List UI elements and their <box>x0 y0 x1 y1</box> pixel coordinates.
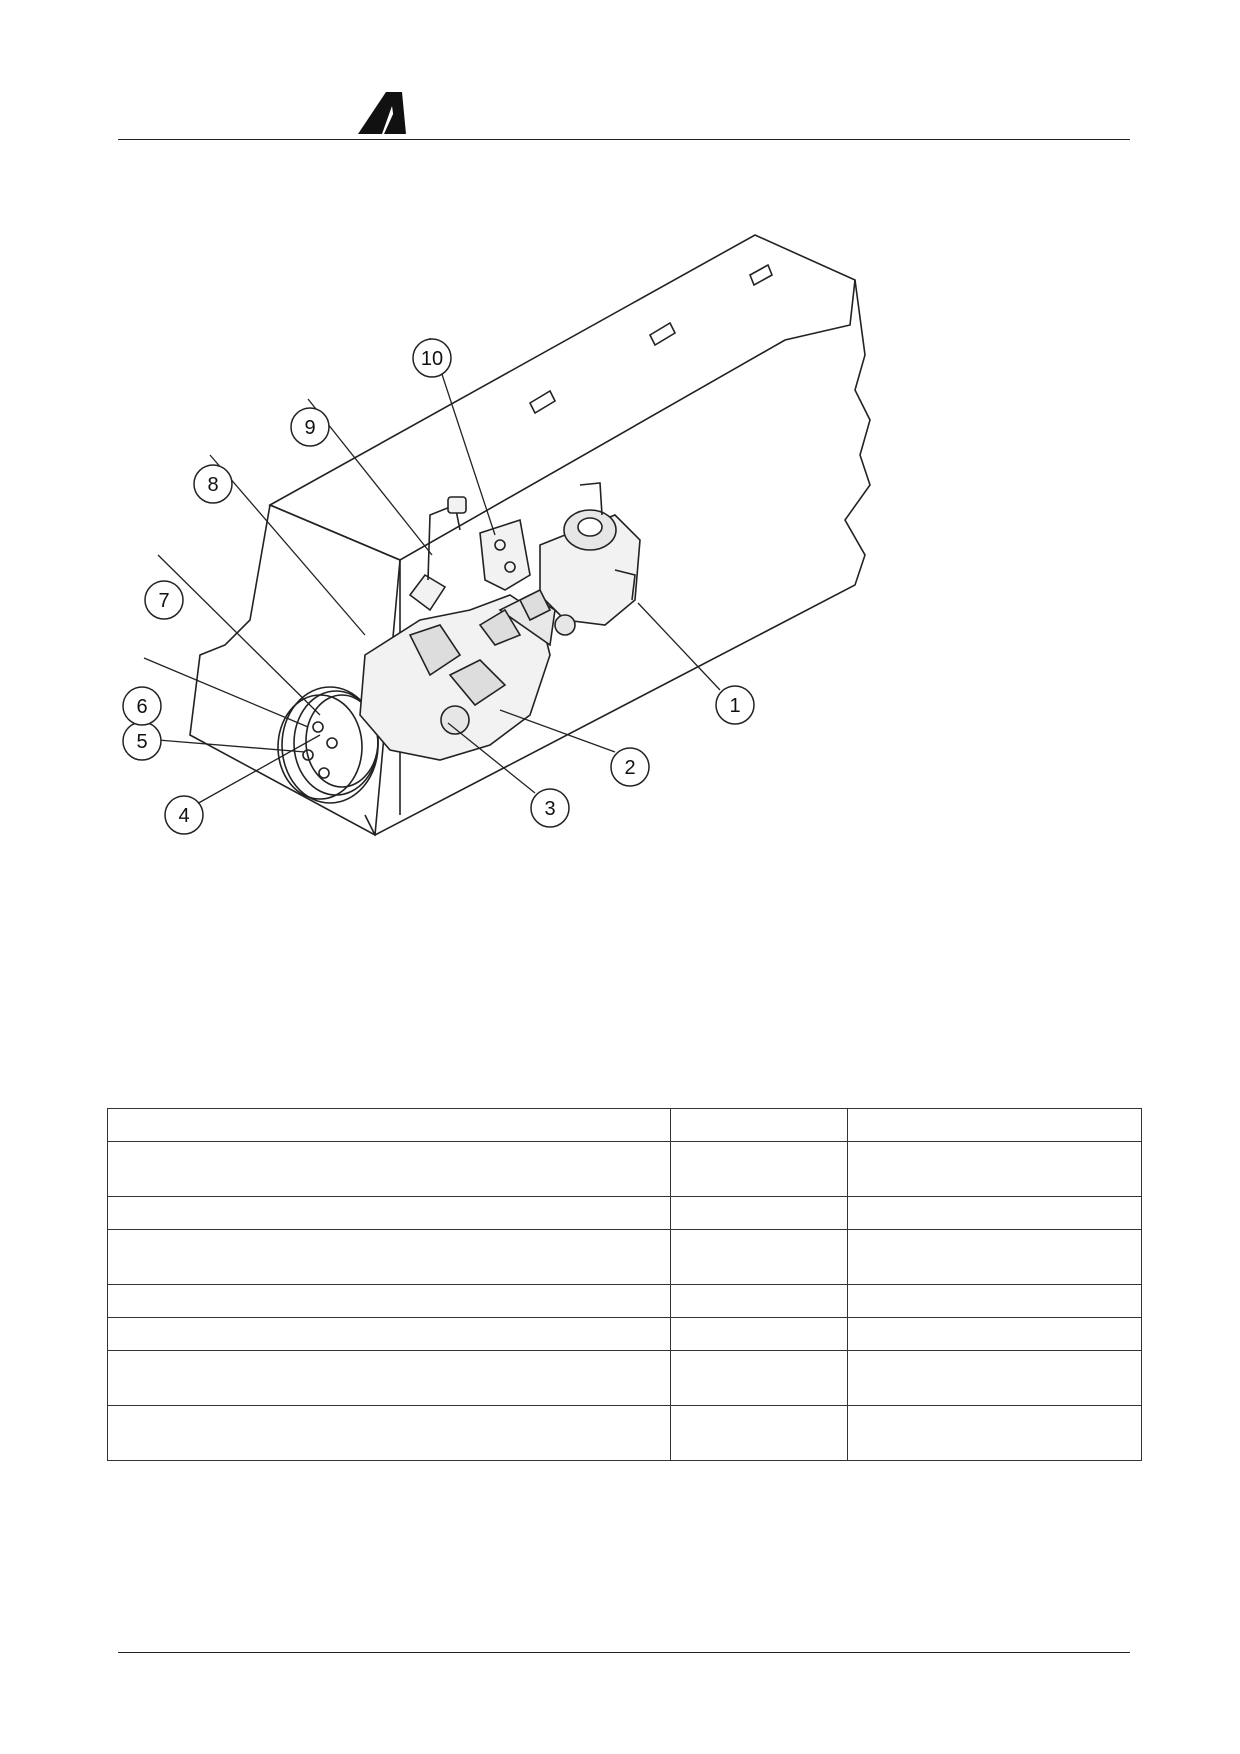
high-pressure-pump <box>359 496 556 761</box>
svg-text:10: 10 <box>421 348 443 370</box>
callout-8: 8 <box>193 464 233 504</box>
callout-4: 4 <box>164 795 204 835</box>
table-cell <box>670 1141 848 1197</box>
callout-9: 9 <box>290 407 330 447</box>
table-row <box>107 1317 1142 1351</box>
table-cell <box>670 1350 848 1406</box>
table-cell <box>847 1350 1142 1406</box>
table-cell <box>670 1317 848 1351</box>
parts-table <box>107 1108 1142 1461</box>
table-cell <box>670 1229 848 1285</box>
table-cell <box>107 1141 671 1197</box>
callout-2: 2 <box>610 747 650 787</box>
table-row <box>107 1196 1142 1230</box>
table-cell <box>847 1141 1142 1197</box>
table-cell <box>847 1196 1142 1230</box>
fuel-filter-unit <box>518 482 641 636</box>
table-cell <box>107 1284 671 1318</box>
table-cell <box>847 1405 1142 1461</box>
svg-text:5: 5 <box>136 731 147 753</box>
table-cell <box>847 1317 1142 1351</box>
svg-text:6: 6 <box>136 696 147 718</box>
table-cell <box>107 1350 671 1406</box>
table-row <box>107 1284 1142 1318</box>
callout-1: 1 <box>715 685 755 725</box>
svg-text:8: 8 <box>207 474 218 496</box>
svg-text:4: 4 <box>178 805 189 827</box>
svg-text:3: 3 <box>544 798 555 820</box>
callout-7: 7 <box>144 580 184 620</box>
header-rule <box>118 139 1130 140</box>
table-cell <box>847 1108 1142 1142</box>
svg-text:2: 2 <box>624 757 635 779</box>
company-logo <box>358 92 406 134</box>
callout-10: 10 <box>412 338 452 378</box>
table-cell <box>847 1284 1142 1318</box>
callout-5: 5 <box>122 721 162 761</box>
fuel-pump-assembly-diagram: 1 2 3 4 5 6 7 8 9 10 <box>122 234 871 837</box>
table-cell <box>670 1284 848 1318</box>
footer-rule <box>118 1652 1130 1653</box>
table-cell <box>670 1405 848 1461</box>
callout-6: 6 <box>122 686 162 726</box>
engine-block-outline <box>189 234 871 837</box>
pulley <box>277 686 379 804</box>
svg-text:9: 9 <box>304 417 315 439</box>
table-row <box>107 1108 1142 1142</box>
table-cell <box>107 1196 671 1230</box>
table-row <box>107 1229 1142 1285</box>
table-cell <box>107 1405 671 1461</box>
table-cell <box>847 1229 1142 1285</box>
table-row <box>107 1405 1142 1461</box>
table-row <box>107 1141 1142 1197</box>
table-cell <box>670 1196 848 1230</box>
table-row <box>107 1350 1142 1406</box>
mounting-bracket <box>479 518 531 591</box>
table-cell <box>107 1108 671 1142</box>
table-cell <box>670 1108 848 1142</box>
svg-text:1: 1 <box>729 695 740 717</box>
callout-3: 3 <box>530 788 570 828</box>
svg-text:7: 7 <box>158 590 169 612</box>
table-cell <box>107 1229 671 1285</box>
table-cell <box>107 1317 671 1351</box>
